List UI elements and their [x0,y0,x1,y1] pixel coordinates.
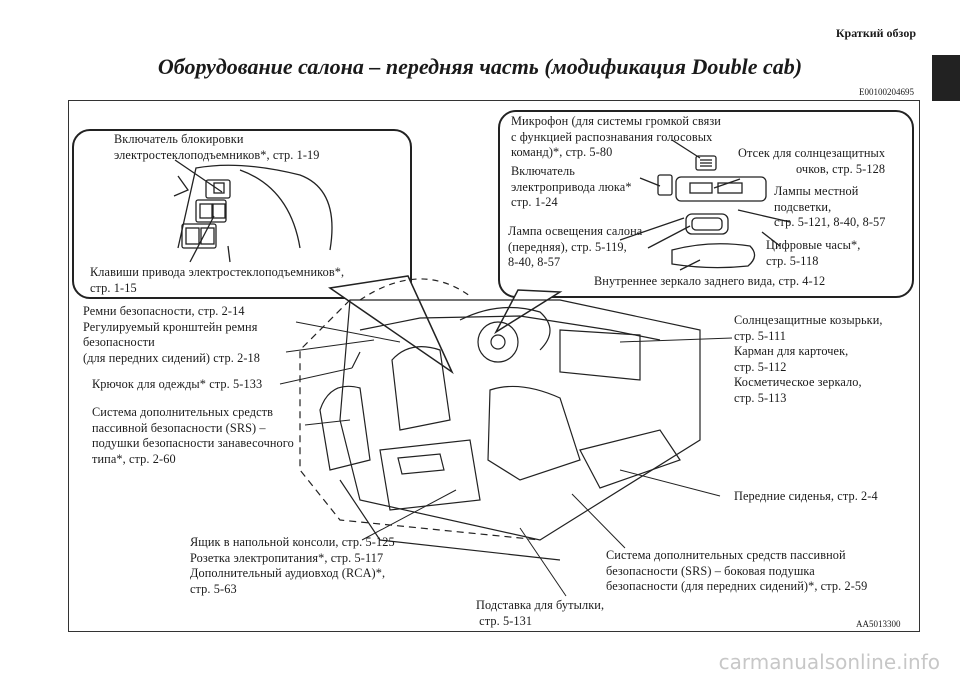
leader-lines [279,321,733,597]
label-front-seats: Передние сиденья, стр. 2-4 [734,489,878,503]
label-seat-belts: Ремни безопасности, стр. 2-14 Регулируем… [83,304,261,365]
watermark-text: carmanualsonline.info [718,650,940,674]
label-coat-hook: Крючок для одежды* стр. 5-133 [92,377,263,391]
label-bottle-holder: Подставка для бутылки, стр. 5-131 [476,598,605,628]
label-srs-side: Система дополнительных средств пассивной… [606,548,868,593]
label-window-switches: Клавиши привода электростеклоподъемников… [90,265,345,295]
label-digital-clock: Цифровые часы*, стр. 5-118 [766,238,861,268]
illustration-frame [68,100,920,632]
section-tab [932,55,960,101]
label-console-box: Ящик в напольной консоли, стр. 5-125 Роз… [190,535,395,596]
label-microphone: Микрофон (для системы громкой связи с фу… [511,114,721,159]
watermark: carmanualsonline.info [0,650,960,674]
bubble-pointers [328,275,563,375]
label-sun-visors: Солнцезащитные козырьки, стр. 5-111 Карм… [734,313,883,405]
page-title: Оборудование салона – передняя часть (мо… [157,54,803,79]
label-dome-lamp: Лампа освещения салона (передняя), стр. … [508,224,643,269]
window-switch-panel-drawing [173,159,333,263]
window-switch-callout [72,129,412,299]
cabin-outline [299,278,701,561]
label-map-lamps: Лампы местной подсветки, стр. 5-121, 8-4… [774,184,886,229]
overhead-console-drawing [619,139,791,271]
label-window-lock: Включатель блокировки электростеклоподъе… [114,132,320,162]
label-sunroof-switch: Включатель электропривода люка* стр. 1-2… [511,164,632,209]
doc-code: E00100204695 [859,87,914,97]
label-rear-mirror: Внутреннее зеркало заднего вида, стр. 4-… [594,274,826,288]
overhead-console-callout [498,110,914,298]
label-srs-curtain: Система дополнительных средств пассивной… [92,405,294,466]
label-sunglasses-holder: Отсек для солнцезащитных очков, стр. 5-1… [738,146,886,176]
figure-code: AA5013300 [856,619,901,629]
section-header: Краткий обзор [835,26,916,40]
